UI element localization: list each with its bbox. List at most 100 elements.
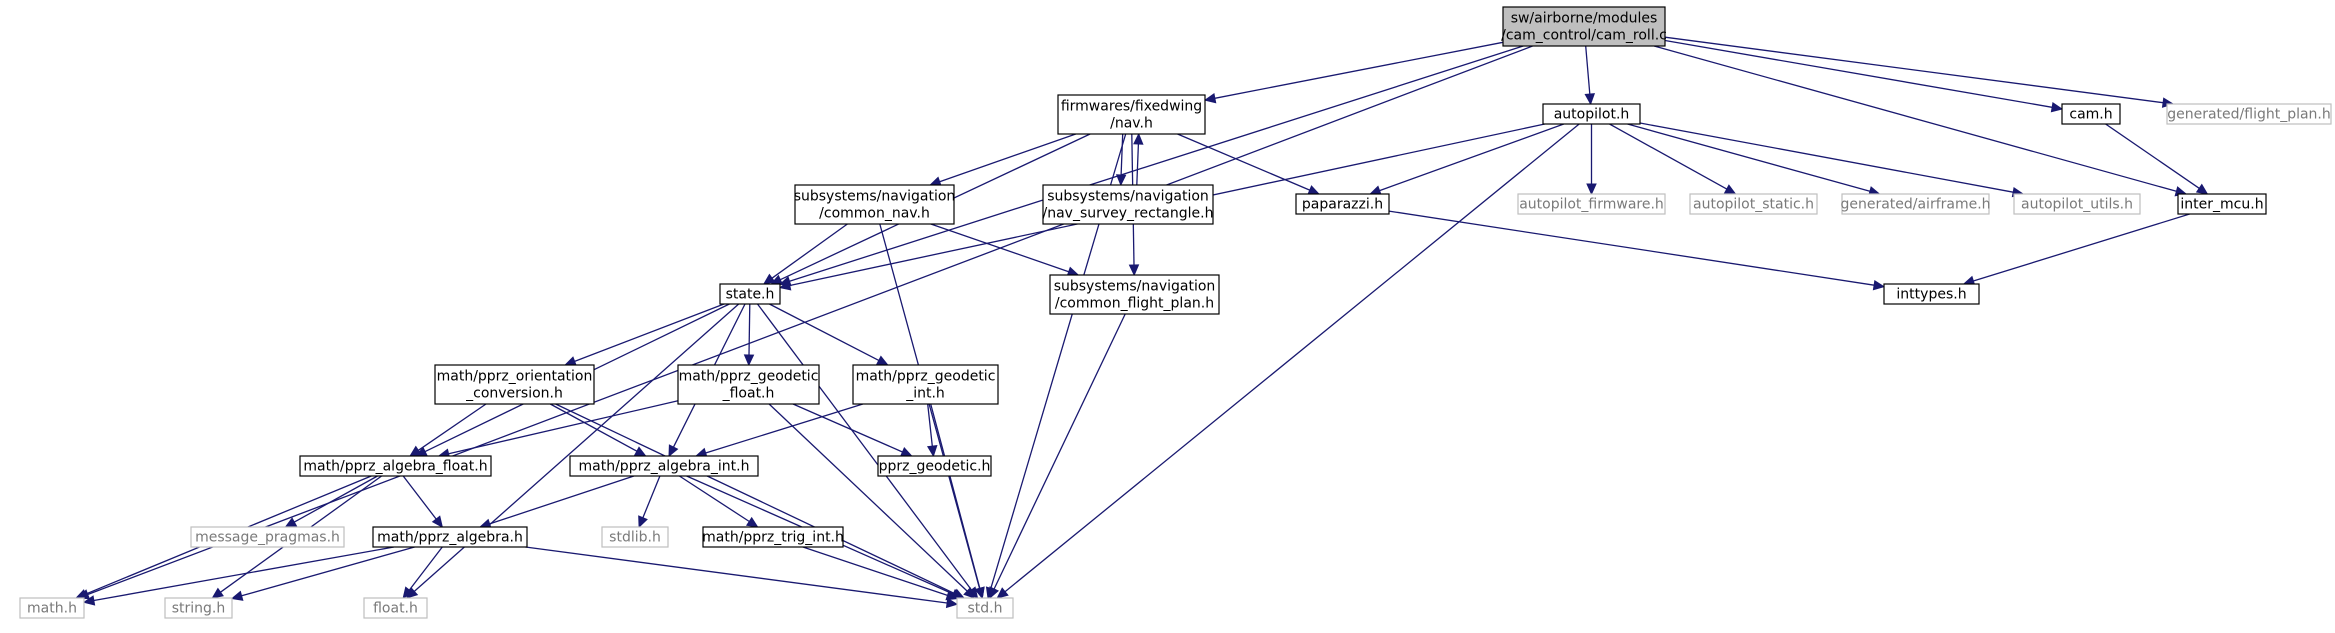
node-label: pprz_geodetic.h [879, 459, 991, 475]
edge-geodetic-int-to-algebra-int [694, 403, 864, 458]
node-state[interactable]: state.h [719, 283, 781, 305]
node-label: _conversion.h [465, 386, 563, 402]
node-label: cam.h [2069, 107, 2112, 123]
edge-line [549, 403, 638, 452]
node-box [601, 526, 669, 548]
edge-arrowhead [743, 354, 755, 367]
node-trig-int[interactable]: math/pprz_trig_int.h [702, 526, 844, 548]
node-root[interactable]: sw/airborne/modules/cam_control/cam_roll… [1501, 6, 1667, 47]
edge-line [1214, 41, 1504, 99]
edge-arrowhead [778, 280, 792, 291]
node-common-nav[interactable]: subsystems/navigation/common_nav.h [794, 184, 956, 225]
nodes-layer: sw/airborne/modules/cam_control/cam_roll… [19, 6, 2332, 619]
edge-nav-to-nav-survey [1115, 133, 1127, 187]
node-cam[interactable]: cam.h [2061, 103, 2121, 125]
edge-line [642, 475, 661, 518]
edge-line [769, 303, 880, 361]
edges-layer [75, 36, 2209, 609]
node-nav-survey[interactable]: subsystems/navigation/nav_survey_rectang… [1042, 184, 1214, 225]
node-label: /nav.h [1110, 116, 1153, 132]
edge-arrowhead [1133, 132, 1144, 145]
edge-line [402, 475, 437, 520]
node-box [2166, 103, 2332, 125]
node-label: /common_nav.h [819, 206, 930, 222]
node-airframe: generated/airframe.h [1840, 193, 1991, 215]
node-paparazzi[interactable]: paparazzi.h [1295, 193, 1390, 215]
node-label: autopilot_firmware.h [1519, 197, 1664, 213]
node-algebra[interactable]: math/pprz_algebra.h [372, 526, 528, 548]
edge-root-to-flight-plan [1664, 36, 2175, 108]
edge-nav-to-common-nav [929, 133, 1077, 187]
edge-autopilot-to-autopilot-utils [1639, 122, 2025, 198]
node-algebra-float[interactable]: math/pprz_algebra_float.h [299, 455, 492, 477]
edge-line [748, 303, 751, 356]
node-label: math/pprz_geodetic [856, 369, 996, 385]
edge-arrowhead [402, 586, 414, 599]
node-geodetic-int[interactable]: math/pprz_geodetic_int.h [852, 364, 999, 405]
node-label: sw/airborne/modules [1511, 11, 1658, 27]
node-float: float.h [363, 597, 428, 619]
edge-arrowhead [564, 356, 577, 367]
node-string: string.h [164, 597, 233, 619]
node-box [1841, 193, 1990, 215]
node-geodetic-float[interactable]: math/pprz_geodetic_float.h [677, 364, 820, 405]
node-pprz-geodetic[interactable]: pprz_geodetic.h [877, 455, 992, 477]
node-label: math/pprz_algebra.h [377, 530, 523, 546]
edge-orientation-to-algebra-float [409, 403, 487, 457]
edge-line [489, 475, 635, 525]
edge-state-to-std [756, 303, 979, 599]
node-box [877, 455, 992, 477]
node-box [1542, 103, 1641, 125]
edge-line [293, 475, 378, 523]
node-box [190, 526, 345, 548]
node-label: subsystems/navigation [1054, 279, 1216, 295]
edge-arrowhead [284, 517, 298, 528]
edge-line [408, 546, 443, 591]
edge-line [418, 403, 487, 451]
edge-arrowhead [762, 273, 776, 285]
edge-inter-mcu-to-inttypes [1962, 213, 2190, 286]
edge-algebra-to-math [82, 546, 395, 606]
node-box [852, 364, 999, 405]
edge-arrowhead [2195, 183, 2209, 195]
edge-state-to-orientation [564, 303, 725, 367]
edge-line [1973, 213, 2190, 282]
node-label: math/pprz_algebra_float.h [303, 459, 487, 475]
edge-state-to-geodetic-float [743, 303, 755, 367]
edge-arrowhead [431, 515, 444, 528]
node-nav[interactable]: firmwares/fixedwing/nav.h [1057, 94, 1206, 135]
node-inter-mcu[interactable]: inter_mcu.h [2177, 193, 2267, 215]
edge-common-flight-plan-to-std [989, 313, 1126, 600]
edge-line [1653, 45, 2177, 192]
node-box [677, 364, 820, 405]
edge-arrowhead [1586, 183, 1597, 196]
edge-arrowhead [633, 446, 647, 457]
edge-arrowhead [996, 587, 1009, 599]
edge-arrowhead [2050, 102, 2064, 113]
node-inttypes[interactable]: inttypes.h [1883, 283, 1980, 305]
edge-arrowhead [668, 444, 679, 458]
edge-arrowhead [899, 446, 913, 457]
edge-line [879, 223, 981, 589]
edge-line [448, 400, 679, 455]
node-label: math/pprz_algebra_int.h [579, 459, 750, 475]
edge-geodetic-float-to-std [768, 403, 976, 599]
node-box [1295, 193, 1390, 215]
node-label: autopilot.h [1554, 107, 1630, 123]
node-box [372, 526, 528, 548]
node-algebra-int[interactable]: math/pprz_algebra_int.h [569, 455, 759, 477]
node-common-flight-plan[interactable]: subsystems/navigation/common_flight_plan… [1049, 274, 1220, 315]
edge-arrowhead [1203, 93, 1217, 104]
node-label: std.h [968, 601, 1003, 617]
node-label: _int.h [905, 386, 945, 402]
edge-arrowhead [745, 516, 759, 528]
node-orientation[interactable]: math/pprz_orientation_conversion.h [434, 364, 595, 405]
node-label: autopilot_utils.h [2021, 197, 2133, 213]
edge-line [993, 313, 1126, 590]
edge-algebra-float-to-algebra [402, 475, 444, 528]
node-label: /common_flight_plan.h [1055, 296, 1214, 312]
edge-line [1639, 122, 2014, 193]
node-autopilot[interactable]: autopilot.h [1542, 103, 1641, 125]
node-autopilot-utils: autopilot_utils.h [2013, 193, 2141, 215]
node-label: message_pragmas.h [195, 530, 340, 546]
